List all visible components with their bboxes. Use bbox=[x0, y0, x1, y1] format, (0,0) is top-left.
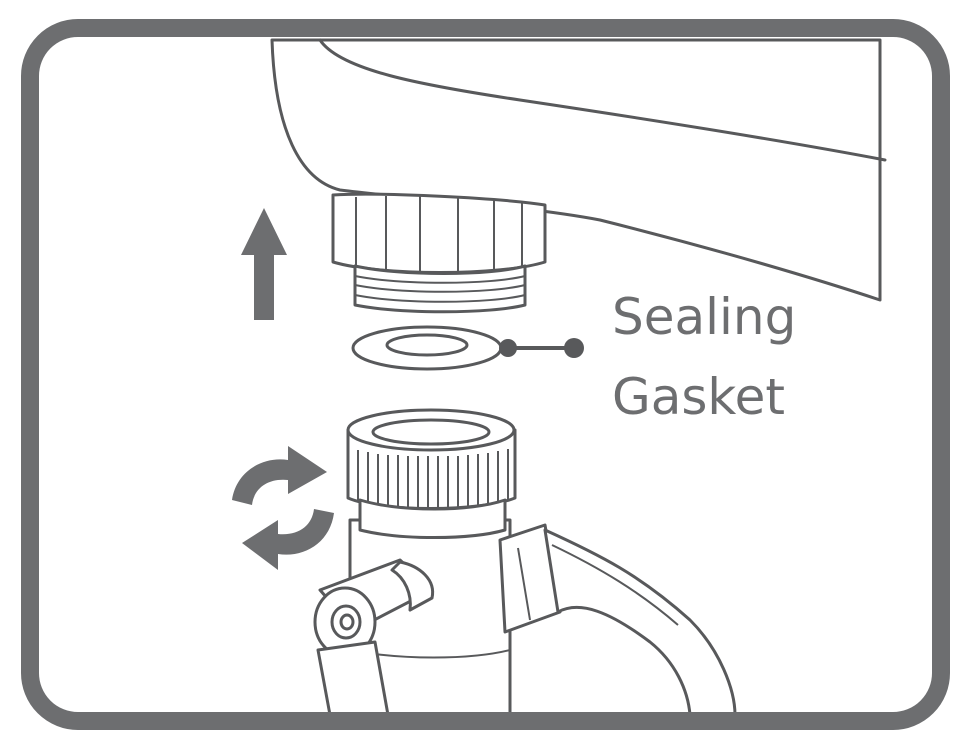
gasket-pointer bbox=[499, 338, 584, 358]
faucet-aerator-nut bbox=[331, 192, 547, 314]
gasket-label-line2: Gasket bbox=[612, 368, 785, 426]
gasket-label-line1: Sealing bbox=[612, 288, 796, 346]
up-arrow-icon bbox=[241, 208, 287, 320]
diverter-valve bbox=[313, 408, 737, 717]
frame-border bbox=[21, 19, 950, 730]
sealing-gasket-washer bbox=[351, 325, 503, 371]
rotate-arrows-icon bbox=[232, 446, 334, 570]
